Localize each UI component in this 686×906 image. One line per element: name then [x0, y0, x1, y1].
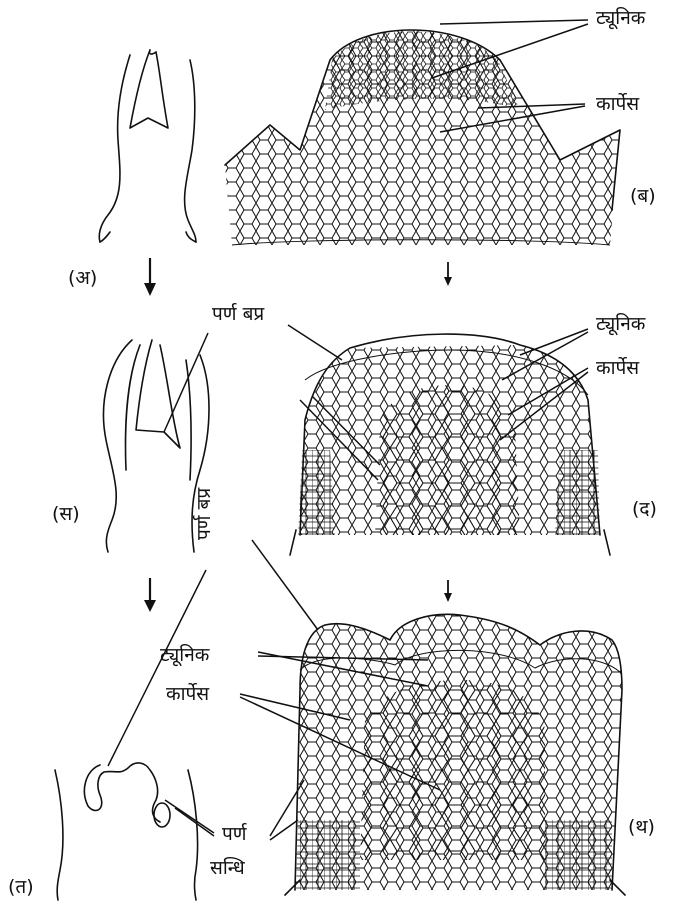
- arrow-s-to-t: [144, 578, 156, 612]
- label-tunica-top: ट्यूनिक: [596, 6, 646, 30]
- label-tunica-bottom: ट्यूनिक: [160, 643, 210, 667]
- label-corpus-top: कार्पेस: [596, 92, 640, 115]
- arrow-d-to-th: [444, 580, 452, 602]
- panel-label-t: (त): [8, 876, 34, 898]
- panel-label-d: (द): [632, 498, 657, 520]
- label-junction: सन्धि: [210, 856, 245, 879]
- label-tunica-middle: ट्यूनिक: [596, 312, 646, 336]
- panel-label-b: (ब): [630, 185, 656, 207]
- panel-label-a: (अ): [68, 267, 97, 289]
- outline-a: [99, 50, 196, 242]
- label-corpus-middle: कार्पेस: [596, 356, 640, 379]
- arrow-b-to-d: [444, 262, 452, 286]
- apex-d: [290, 334, 610, 555]
- outline-t: [55, 763, 198, 900]
- panel-label-s: (स): [52, 503, 80, 525]
- apex-b: [225, 30, 620, 245]
- apex-th: [285, 614, 625, 895]
- label-corpus-bottom: कार्पेस: [166, 682, 210, 705]
- arrow-a-to-s: [144, 258, 156, 296]
- label-leaf: पर्ण: [222, 822, 248, 845]
- panel-label-th: (थ): [628, 816, 655, 838]
- label-leaf-buttress-vertical: पर्ण बप्र: [192, 487, 215, 540]
- label-leaf-buttress: पर्ण बप्र: [212, 302, 265, 325]
